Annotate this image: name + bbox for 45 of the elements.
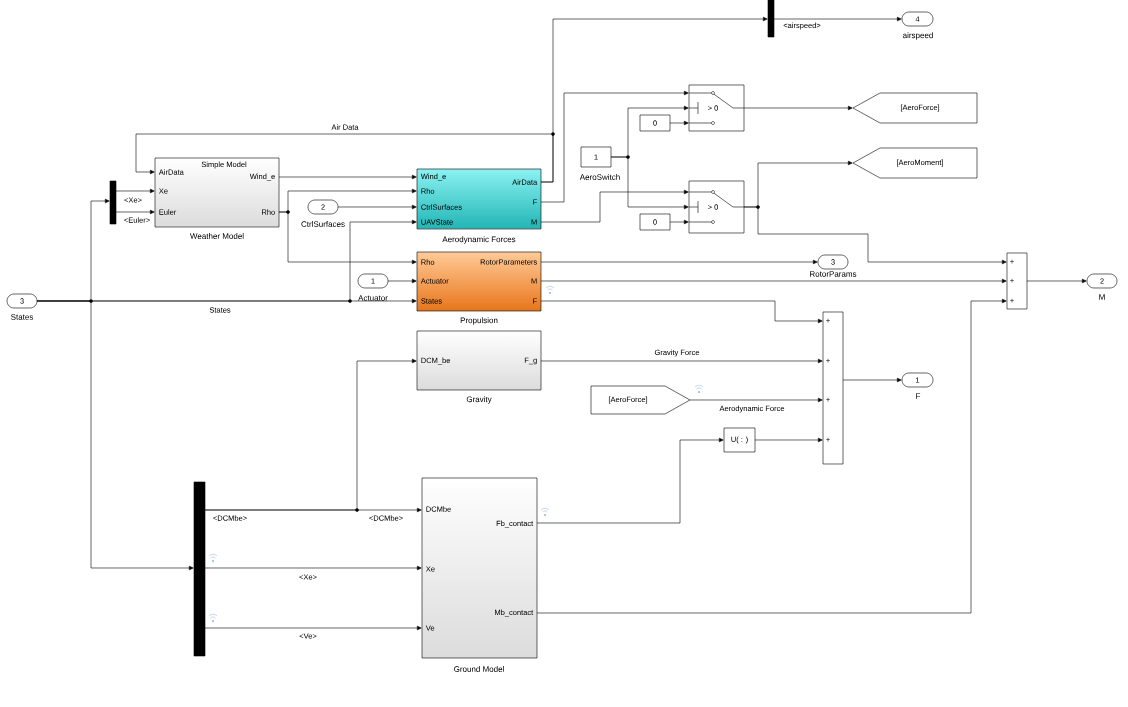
arrow <box>204 625 422 631</box>
arrow <box>278 174 417 180</box>
block-label: Aerodynamic Forces <box>442 236 516 244</box>
bus-bar <box>193 481 206 657</box>
block-label: Ground Model <box>454 666 504 672</box>
block-label: Actuator <box>358 295 388 301</box>
arrow <box>754 437 823 443</box>
arrow <box>540 300 823 324</box>
block-label: CtrlSurfaces <box>301 221 345 227</box>
block-label: Gravity <box>466 396 492 404</box>
arrow <box>773 16 902 22</box>
block-label: airspeed <box>903 32 933 40</box>
arrow <box>540 358 823 364</box>
block-label: AeroSwitch <box>579 174 620 180</box>
arrow <box>540 189 689 223</box>
arrow <box>536 298 1007 614</box>
arrow <box>536 437 724 524</box>
bus-bar <box>767 0 775 38</box>
arrow <box>743 206 1007 265</box>
arrow <box>204 565 422 571</box>
arrow <box>115 188 155 194</box>
arrow <box>610 156 689 210</box>
block-label: RotorParams <box>810 271 857 277</box>
arrow <box>337 204 417 210</box>
arrow <box>842 377 902 383</box>
arrow <box>387 278 417 284</box>
block-label: Propulsion <box>460 317 498 325</box>
arrow <box>36 300 194 571</box>
arrow <box>689 397 823 403</box>
arrow <box>540 90 689 203</box>
block-label: Weather Model <box>190 233 244 239</box>
arrow <box>540 259 818 265</box>
arrow <box>204 507 422 513</box>
arrow <box>1026 278 1087 284</box>
block-label: F <box>916 393 921 399</box>
block-label: States <box>11 314 34 320</box>
bus-bar <box>109 180 117 225</box>
block-label: M <box>1099 294 1105 300</box>
arrow <box>540 278 1007 284</box>
arrow <box>115 209 155 215</box>
arrow <box>278 211 417 265</box>
arrow <box>669 120 689 126</box>
arrow <box>669 219 689 225</box>
arrow <box>540 16 768 183</box>
arrow <box>743 105 853 111</box>
